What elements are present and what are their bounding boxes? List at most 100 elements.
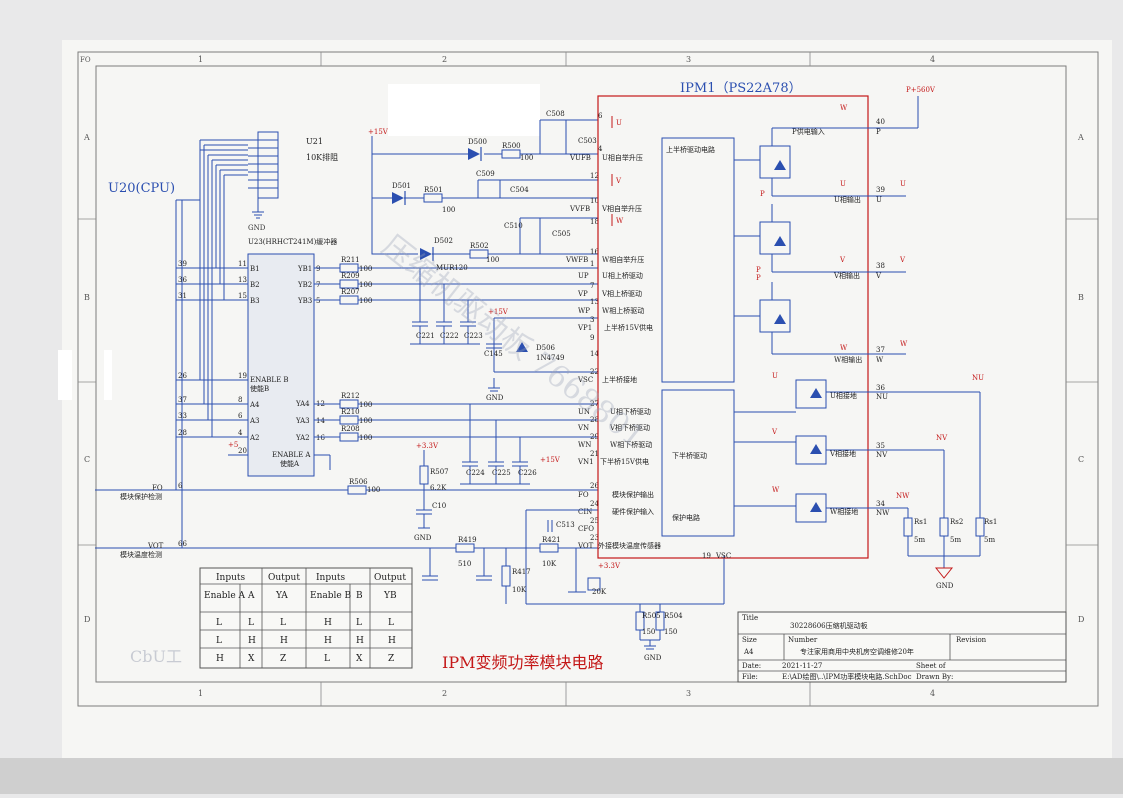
tb-date-label: Date: (742, 662, 761, 670)
igbt-bridge (734, 127, 868, 523)
res-r209-val: 100 (359, 281, 372, 289)
redaction-strip (58, 350, 72, 400)
col-label-bottom-3: 3 (686, 689, 691, 698)
zone-dividers (78, 52, 1098, 706)
res-r207-ref: R207 (341, 288, 360, 296)
shunt-3-val: 5m (984, 536, 995, 544)
cap-c513: C513 (556, 521, 575, 529)
lower-driver-label: 下半桥驱动 (672, 451, 707, 460)
tt-sub-enable-a: Enable A (204, 591, 246, 601)
tt-sub-a: A (247, 591, 255, 601)
u23-out-ya3: YA3 (295, 417, 310, 425)
tt-r3-c2: X (248, 654, 255, 664)
tt-sub-ya: YA (275, 591, 288, 601)
ipm-right-sym-nw: NW (876, 509, 890, 517)
ipm-pin-16: 16 (590, 248, 599, 256)
tb-title-label: Title (742, 614, 758, 622)
ipm-right-pin-38: 38 (876, 262, 885, 270)
power-15v-c: +15V (540, 456, 561, 464)
u21-desc: 10K排阻 (306, 152, 338, 162)
ipm-pin-12: 12 (590, 172, 599, 180)
vsc-pin: 19 (702, 552, 711, 560)
res-r507-ref: R507 (430, 468, 449, 476)
ipm-pin-un: UN (578, 408, 590, 416)
ipm-right-u-ground: U相接地 (830, 391, 857, 400)
res-r506-val: 100 (367, 486, 380, 494)
ipm-pin-vp1: VP1 (577, 324, 592, 332)
res-r417-ref: R417 (512, 568, 531, 576)
gnd-label-bottom: GND (644, 654, 662, 662)
tt-r2-c1: L (216, 636, 222, 646)
cap-c221: C221 (416, 332, 435, 340)
bottom-title: IPM变频功率模块电路 (442, 653, 603, 672)
title-block: Title 30228606压缩机驱动板 Size A4 Number 专注家用… (737, 611, 1067, 683)
tb-file-label: File: (742, 673, 758, 681)
u23-pin-20: 20 (238, 447, 247, 455)
u23-pin-15: 15 (238, 292, 247, 300)
tt-r1-c1: L (216, 618, 222, 628)
ipm-pin-vufb: VUFB (569, 154, 591, 162)
power-33v-a: +3.3V (416, 442, 439, 450)
bootstrap-resistors (423, 149, 521, 259)
u23-net-36: 36 (178, 276, 187, 284)
tb-number-value: 专注家用商用中央机房空调维修20年 (800, 647, 914, 656)
u23-pin-11: 11 (238, 260, 247, 268)
u23-out-yb2: YB2 (297, 281, 312, 289)
vot-desc: 模块温度检测 (120, 550, 162, 559)
tt-r3-c3: Z (280, 654, 286, 664)
ipm-func-w-boot: W相自举升压 (602, 255, 644, 264)
u23-out-ya4: YA4 (295, 400, 310, 408)
cap-c145: C145 (484, 350, 503, 358)
ipm-right-sym-nv: NV (876, 451, 888, 459)
diode-d502: D502 (434, 237, 453, 245)
u23-net-33: 33 (178, 412, 187, 420)
ipm-pin-vn1: VN1 (577, 458, 594, 466)
shunt-2-val: 5m (950, 536, 961, 544)
ipm-pin-wn: WN (578, 441, 591, 449)
vot-network (422, 509, 725, 605)
ipm-func-fo: 模块保护输出 (612, 490, 654, 499)
tt-sub-b: B (356, 591, 363, 601)
res-r207-val: 100 (359, 297, 372, 305)
col-label-bottom-4: 4 (930, 689, 935, 698)
shunt-1-ref: Rs1 (914, 518, 927, 526)
cap-c510: C510 (504, 222, 523, 230)
tb-date-value: 2021-11-27 (782, 662, 822, 670)
ipm-func-v-boot: V相自举升压 (601, 204, 642, 213)
tb-file-value: E:\AD绘图\..\IPM功率模块电路.SchDoc (782, 672, 912, 681)
ipm-pin-25: 25 (590, 517, 599, 525)
diode-d502-val: MUR120 (436, 264, 468, 272)
cap-c505: C505 (552, 230, 571, 238)
res-r501-ref: R501 (424, 186, 443, 194)
ipm-pin-vsc: VSC (577, 376, 593, 384)
ipm-pin-6: 6 (598, 112, 603, 120)
igbt-label-v2: V (839, 256, 846, 264)
ipm-right-v-ground: V相接地 (829, 449, 856, 458)
upper-driver-block (661, 137, 735, 383)
inner-frame (95, 65, 1067, 683)
cap-c508: C508 (546, 110, 565, 118)
u23-pin-13: 13 (238, 276, 247, 284)
ipm-pin-29: 29 (590, 433, 599, 441)
ipm-pin-vp: VP (577, 290, 588, 298)
igbt-label-w3: W (840, 104, 848, 112)
ipm-pin-vwfb: VWFB (565, 256, 588, 264)
power-5v: +5 (228, 441, 238, 449)
ipm-right-sym-w: W (876, 356, 884, 364)
gnd-label-upper: GND (486, 394, 504, 402)
igbt-label-v: V (771, 428, 778, 436)
ipm-func-vn: V相下桥驱动 (609, 423, 650, 432)
ipm-pin-fo: FO (578, 491, 589, 499)
cap-c10: C10 (432, 502, 446, 510)
res-r212-val: 100 (359, 401, 372, 409)
ipm-right-pin-40: 40 (876, 118, 885, 126)
igbt-label-w: W (840, 344, 848, 352)
cap-c504: C504 (510, 186, 529, 194)
res-r211-ref: R211 (341, 256, 360, 264)
vot-pin: 66 (178, 540, 187, 548)
cap-c503: C503 (578, 137, 597, 145)
row-label-right-d: D (1078, 615, 1084, 624)
res-r417-val: 10K (512, 586, 527, 594)
protect-label: 保护电路 (672, 513, 700, 522)
row-label-right-b: B (1078, 293, 1084, 302)
